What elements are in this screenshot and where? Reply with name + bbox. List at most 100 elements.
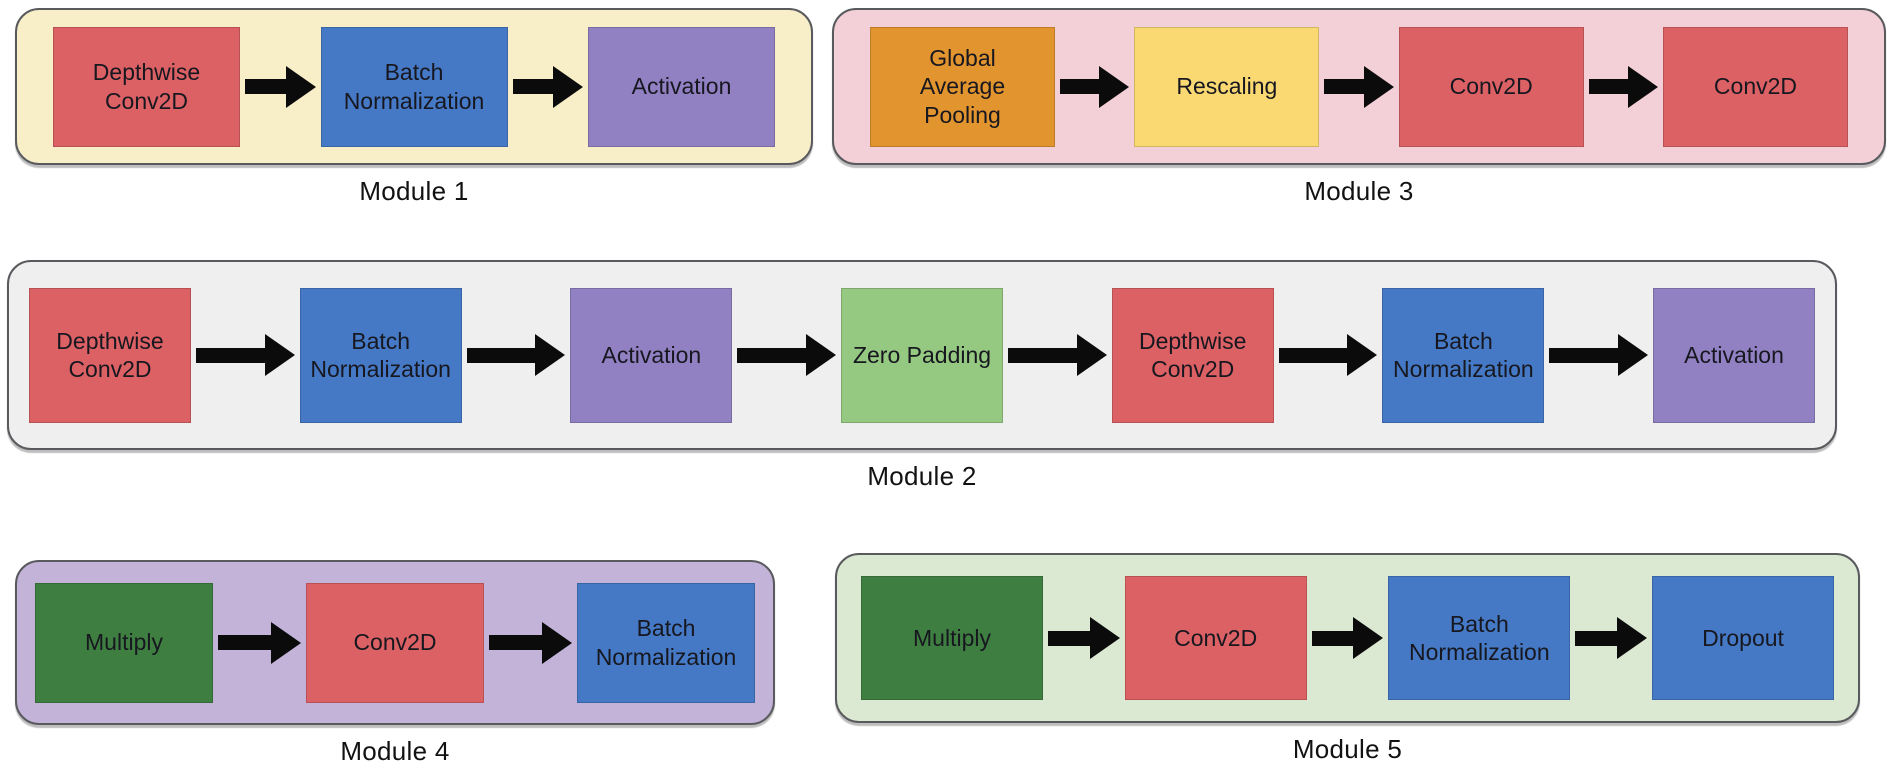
block-rescaling: Rescaling	[1134, 26, 1320, 147]
arrow-head	[1347, 334, 1378, 376]
arrow-head	[1089, 617, 1120, 659]
arrow-shaft	[737, 347, 808, 363]
block-label: Zero Padding	[852, 341, 992, 368]
module-5-label: Module 5	[1292, 734, 1403, 764]
block-label: Batch Normalization	[1393, 327, 1534, 382]
block-depthwise-conv2d: Depthwise Conv2D	[1111, 287, 1274, 423]
arrow-head	[806, 334, 837, 376]
arrow-head	[271, 621, 301, 664]
arrow-right-icon	[240, 65, 321, 108]
arrow-head	[264, 334, 295, 376]
block-dropout: Dropout	[1652, 576, 1835, 700]
arrow-right-icon	[1584, 65, 1663, 108]
block-label: Conv2D	[1713, 73, 1798, 100]
arrow-right-icon	[462, 334, 571, 376]
arrow-head	[1076, 334, 1107, 376]
module-1: Depthwise Conv2D Batch Normalization Act…	[15, 8, 813, 207]
arrow-head	[1363, 65, 1394, 108]
module-2-label: Module 2	[867, 461, 977, 491]
arrow-right-icon	[508, 65, 589, 108]
arrow-shaft	[1575, 630, 1619, 646]
block-label: Rescaling	[1176, 73, 1278, 100]
block-conv2d: Conv2D	[1124, 576, 1307, 700]
module-5-container: Multiply Conv2D Batch Normalization Drop…	[835, 553, 1860, 723]
block-label: Activation	[1684, 341, 1784, 368]
arrow-shaft	[1048, 630, 1091, 646]
arrow-shaft	[196, 347, 266, 363]
block-label: Activation	[601, 341, 702, 368]
block-batch-normalization: Batch Normalization	[577, 582, 755, 703]
arrow-head	[535, 334, 566, 376]
block-global-average-pooling: Global Average Pooling	[870, 26, 1055, 147]
arrow-right-icon	[484, 621, 577, 664]
block-multiply: Multiply	[861, 576, 1043, 700]
arrow-right-icon	[1319, 65, 1398, 108]
arrow-right-icon	[1544, 334, 1653, 376]
block-label: Depthwise Conv2D	[92, 59, 201, 114]
block-depthwise-conv2d: Depthwise Conv2D	[29, 287, 191, 423]
arrow-right-icon	[213, 621, 306, 664]
arrow-head	[553, 65, 583, 108]
block-label: Conv2D	[1449, 73, 1533, 100]
arrow-shaft	[1549, 347, 1620, 363]
block-label: Conv2D	[353, 629, 437, 656]
module-4: Multiply Conv2D Batch Normalization Modu…	[15, 560, 775, 767]
block-batch-normalization: Batch Normalization	[320, 26, 508, 147]
module-5: Multiply Conv2D Batch Normalization Drop…	[835, 553, 1860, 765]
arrow-right-icon	[1307, 617, 1389, 659]
block-activation: Activation	[588, 26, 775, 147]
arrow-right-icon	[1274, 334, 1383, 376]
arrow-shaft	[489, 635, 543, 650]
module-3-label: Module 3	[1304, 176, 1414, 206]
arrow-right-icon	[1055, 65, 1134, 108]
block-label: Conv2D	[1174, 624, 1258, 651]
block-label: Activation	[631, 73, 732, 100]
block-conv2d: Conv2D	[1662, 26, 1848, 147]
block-zero-padding: Zero Padding	[841, 287, 1004, 423]
arrow-head	[1627, 65, 1658, 108]
block-label: Batch Normalization	[310, 327, 451, 382]
arrow-shaft	[1278, 347, 1349, 363]
module-3-container: Global Average Pooling Rescaling Conv2D …	[832, 8, 1886, 165]
module-2: Depthwise Conv2D Batch Normalization Act…	[7, 260, 1837, 492]
arrow-right-icon	[732, 334, 841, 376]
module-1-label: Module 1	[359, 176, 469, 206]
module-4-label: Module 4	[340, 736, 450, 766]
block-label: Multiply	[913, 624, 991, 651]
module-2-container: Depthwise Conv2D Batch Normalization Act…	[7, 260, 1837, 450]
block-label: Depthwise Conv2D	[1138, 327, 1247, 382]
block-conv2d: Conv2D	[306, 582, 484, 703]
arrow-shaft	[218, 635, 272, 650]
module-1-container: Depthwise Conv2D Batch Normalization Act…	[15, 8, 813, 165]
arrow-head	[542, 621, 572, 664]
arrow-shaft	[1311, 630, 1355, 646]
block-label: Depthwise Conv2D	[56, 327, 164, 382]
block-label: Dropout	[1702, 624, 1784, 651]
block-batch-normalization: Batch Normalization	[299, 287, 462, 423]
arrow-shaft	[1324, 79, 1365, 94]
block-label: Batch Normalization	[595, 615, 737, 670]
arrow-head	[1353, 617, 1384, 659]
arrow-shaft	[1588, 79, 1629, 94]
arrow-shaft	[466, 347, 537, 363]
arrow-head	[1099, 65, 1130, 108]
arrow-shaft	[245, 79, 287, 94]
block-multiply: Multiply	[35, 582, 213, 703]
arrow-shaft	[1008, 347, 1078, 363]
arrow-right-icon	[1003, 334, 1112, 376]
module-3: Global Average Pooling Rescaling Conv2D …	[832, 8, 1886, 207]
block-label: Multiply	[85, 629, 163, 656]
arrow-right-icon	[191, 334, 300, 376]
block-conv2d: Conv2D	[1398, 26, 1584, 147]
arrow-head	[1617, 617, 1648, 659]
block-batch-normalization: Batch Normalization	[1388, 576, 1571, 700]
arrow-shaft	[512, 79, 554, 94]
arrow-right-icon	[1570, 617, 1652, 659]
arrow-head	[285, 65, 316, 108]
arrow-right-icon	[1043, 617, 1125, 659]
block-label: Batch Normalization	[1409, 610, 1550, 665]
block-activation: Activation	[570, 287, 733, 423]
block-label: Global Average Pooling	[919, 45, 1006, 128]
module-4-container: Multiply Conv2D Batch Normalization	[15, 560, 775, 725]
block-batch-normalization: Batch Normalization	[1382, 287, 1545, 423]
